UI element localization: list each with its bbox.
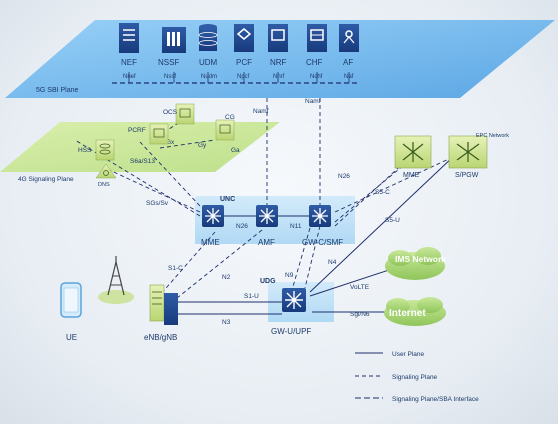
epc-network-group [394, 135, 488, 169]
iface-gy: Gy [198, 142, 207, 149]
chf-server-icon[interactable] [307, 24, 327, 52]
iface-nssf: Nssf [164, 74, 176, 80]
nf-label-nrf: NRF [270, 58, 287, 67]
iface-nnrf: Nnrf [273, 74, 285, 80]
sbi-nf-group [119, 23, 359, 53]
iface-gx: Gx [166, 139, 175, 146]
iface-n2: N2 [222, 274, 231, 281]
unc-label-gwc-smf: GW-C/SMF [302, 238, 343, 247]
cloud-label-ims: IMS Network [395, 254, 446, 264]
sbi-nf-stubs [128, 72, 350, 83]
ue-phone-icon[interactable] [60, 282, 82, 318]
iface-s5u: S5-U [385, 217, 400, 224]
interface-labels: Namf Namf N26 N26 N11 S5-C S5-U S1-C N2 … [130, 98, 400, 326]
iface-n3: N3 [222, 319, 231, 326]
nf-label-nef: NEF [121, 58, 137, 67]
epc-title: EPC Network [476, 133, 509, 139]
nef-server-icon[interactable] [119, 23, 139, 53]
node-label-dns: DNS [98, 182, 110, 188]
iface-ga: Ga [231, 147, 240, 154]
iface-s6a-s13: S6a/S13 [130, 158, 155, 165]
node-label-pcrf: PCRF [128, 127, 146, 134]
ocs-cube-icon[interactable] [175, 103, 195, 125]
cg-cube-icon[interactable] [215, 119, 235, 141]
internet-cloud-icon[interactable] [384, 297, 446, 326]
node-label-hss: HSS [78, 147, 92, 154]
nf-label-af: AF [343, 58, 353, 67]
hss-cube-icon[interactable] [95, 139, 115, 161]
ims-cloud-icon[interactable] [385, 247, 445, 280]
legend-label-signaling: Signaling Plane [392, 374, 438, 381]
unc-label-mme: MME [201, 238, 220, 247]
cloud-label-internet: Internet [389, 308, 426, 319]
iface-sgi-n6: Sgi/N6 [350, 311, 370, 318]
iface-n4: N4 [328, 259, 337, 266]
gwu-upf-router-icon[interactable] [282, 288, 306, 312]
iface-nchf: Nchf [310, 74, 323, 80]
nf-label-pcf: PCF [236, 58, 252, 67]
iface-npcf: Npcf [237, 74, 250, 80]
unc-label-amf: AMF [258, 238, 275, 247]
nf-label-nssf: NSSF [158, 58, 179, 67]
node-label-cg: CG [225, 114, 235, 121]
legend: User Plane Signaling Plane Signaling Pla… [355, 351, 479, 403]
node-label-ocs: OCS [163, 109, 178, 116]
iface-volte: VoLTE [350, 284, 370, 291]
signaling-4g-plane-label: 4G Signaling Plane [18, 176, 74, 183]
pcrf-cube-icon[interactable] [149, 123, 169, 145]
iface-s1u: S1-U [244, 293, 259, 300]
epc-label-spgw: S/PGW [455, 172, 479, 179]
iface-s5c: S5-C [375, 189, 390, 196]
iface-s1c: S1-C [168, 265, 183, 272]
nssf-server-icon[interactable] [162, 27, 186, 53]
access-label-ue: UE [66, 333, 77, 342]
udg-title: UDG [260, 278, 276, 285]
pcf-server-icon[interactable] [234, 24, 254, 52]
nf-label-chf: CHF [306, 58, 323, 67]
radio-tower-icon [98, 256, 134, 304]
user-plane-links [178, 154, 456, 315]
iface-n26-a: N26 [236, 223, 248, 230]
signaling-4g-plane [0, 122, 280, 172]
udm-database-icon[interactable] [198, 24, 218, 51]
iface-sgs-sv: SGs/Sv [146, 200, 169, 207]
legend-label-sba: Signaling Plane/SBA Interface [392, 396, 479, 403]
amf-router-icon[interactable] [256, 205, 278, 227]
unc-title: UNC [220, 196, 235, 203]
mme-router-icon[interactable] [202, 205, 224, 227]
gwc-smf-router-icon[interactable] [309, 205, 331, 227]
epc-label-mme: MME [403, 172, 420, 179]
iface-nudm: Nudm [201, 74, 217, 80]
enb-gnb-server-icon[interactable] [149, 284, 178, 325]
iface-n9: N9 [285, 272, 294, 279]
legend-label-user-plane: User Plane [392, 351, 425, 358]
sbi-plane-label: 5G SBI Plane [36, 87, 79, 94]
access-label-enb-gnb: eNB/gNB [144, 333, 177, 342]
sbi-nf-labels: NEF NSSF UDM PCF NRF CHF AF [121, 58, 353, 67]
nf-label-udm: UDM [199, 58, 218, 67]
udg-label-gwu-upf: GW-U/UPF [271, 327, 311, 336]
iface-namf-1: Namf [253, 108, 269, 115]
iface-n11: N11 [290, 223, 302, 230]
dns-cube-icon[interactable] [95, 163, 117, 179]
nrf-server-icon[interactable] [268, 24, 288, 52]
iface-n26-b: N26 [338, 173, 350, 180]
iface-namf-2: Namf [305, 98, 321, 105]
iface-nnef: Nnef [123, 74, 136, 80]
af-server-icon[interactable] [339, 24, 359, 52]
